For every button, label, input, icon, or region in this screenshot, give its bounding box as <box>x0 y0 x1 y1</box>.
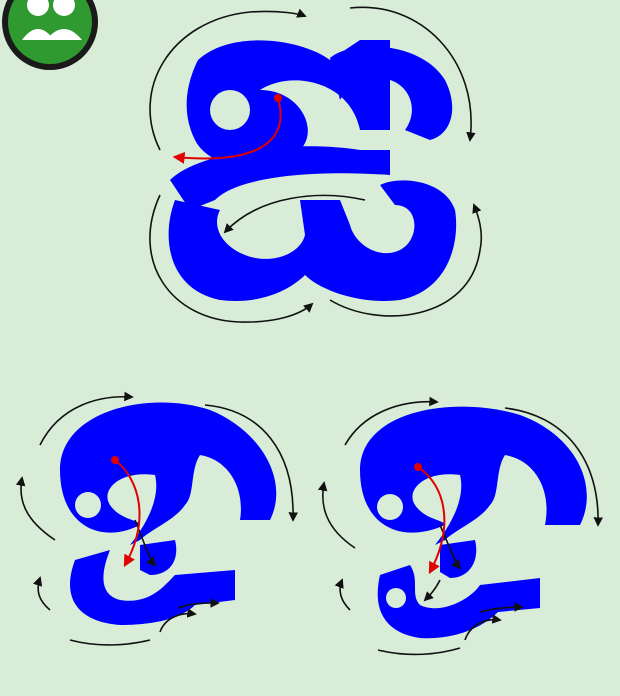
right-ligature-glyph <box>360 407 587 639</box>
people-badge-icon[interactable] <box>2 0 98 70</box>
left-ligature-glyph <box>60 403 276 626</box>
large-letter-glyph <box>169 40 457 301</box>
